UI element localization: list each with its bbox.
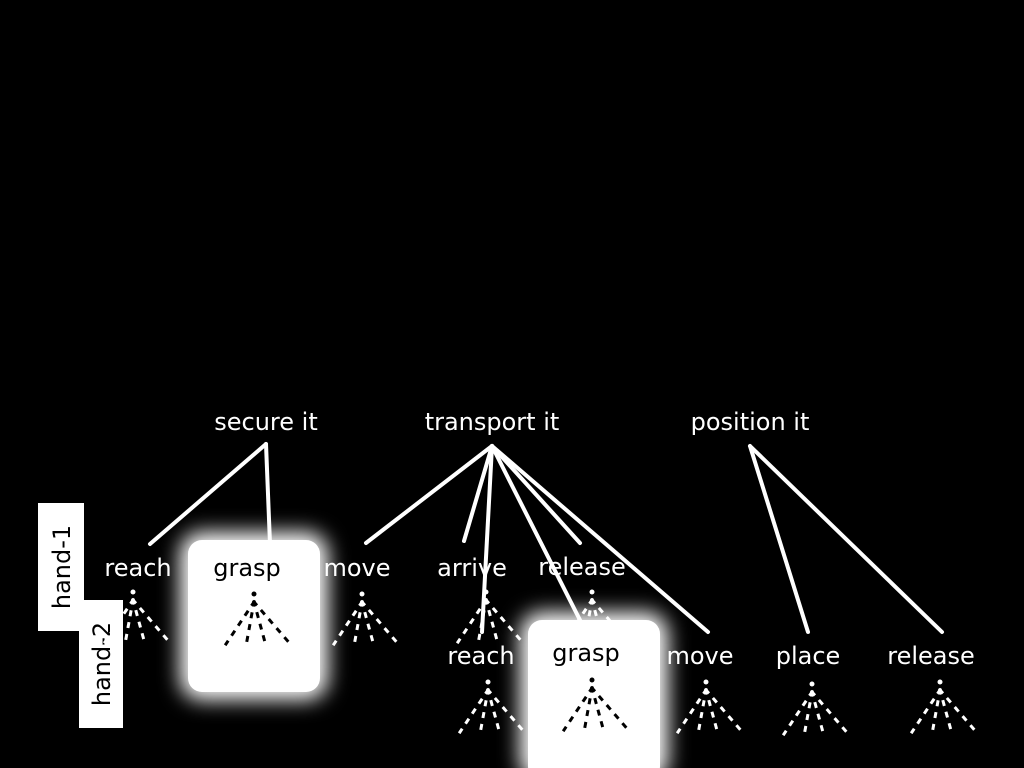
fan-ray: [359, 599, 403, 649]
hand2-move-label: move: [666, 642, 733, 670]
fan-hand1-move: [331, 591, 403, 649]
fan-ray: [938, 688, 954, 736]
tree-edges: [148, 442, 944, 634]
fan-hand1-grasp: [223, 591, 295, 649]
fan-ray: [809, 689, 853, 739]
fan-hand2-move: [675, 679, 747, 737]
highlight-box-hand1-grasp: [180, 532, 328, 700]
fan-ray: [130, 597, 174, 647]
fan-apex-dot: [589, 677, 595, 683]
fan-ray: [781, 689, 815, 737]
fan-ray: [703, 687, 747, 737]
fan-apex-dot: [130, 589, 136, 595]
fan-ray: [930, 688, 942, 736]
fan-ray: [561, 685, 595, 733]
fan-ray: [696, 688, 708, 736]
edge-transport-move: [364, 444, 494, 545]
fan-ray: [251, 599, 295, 649]
fan-ray: [360, 600, 376, 648]
fan-ray: [223, 599, 257, 647]
fan-ray: [802, 690, 814, 738]
hand1-grasp-label: grasp: [213, 554, 281, 582]
fan-ray: [483, 597, 527, 647]
fan-ray: [457, 687, 491, 735]
fan-ray: [675, 687, 709, 735]
hand-1-label: hand-1: [48, 525, 76, 609]
fan-apex-dot: [251, 591, 257, 597]
fan-ray: [561, 597, 595, 645]
hand1-reach-label: reach: [104, 554, 171, 582]
fan-hand1-release: [561, 589, 633, 647]
edge-position-release2: [748, 444, 944, 634]
fan-ray: [909, 687, 943, 735]
edge-transport-move2: [490, 444, 710, 634]
fan-ray: [810, 690, 826, 738]
edge-transport-release1: [490, 444, 582, 545]
fan-ray: [486, 688, 502, 736]
fan-ray: [484, 598, 500, 646]
fan-ray: [102, 597, 136, 645]
fan-apex-dot: [589, 589, 595, 595]
fan-hand1-reach: [102, 589, 174, 647]
edge-secure-reach: [148, 442, 268, 546]
fan-ray: [704, 688, 720, 736]
fan-hand2-reach: [457, 679, 529, 737]
fan-ray: [590, 598, 606, 646]
fan-hand2-release: [909, 679, 981, 737]
edge-secure-grasp: [264, 442, 272, 546]
fan-apex-dot: [809, 681, 815, 687]
hand-1-label-box: hand-1: [38, 503, 84, 631]
fan-ray: [131, 598, 147, 646]
goal-secure-it: secure it: [214, 408, 318, 436]
goal-position-it: position it: [691, 408, 810, 436]
fan-ray: [589, 685, 633, 735]
edge-transport-grasp2: [490, 444, 588, 634]
fan-apex-dot: [483, 589, 489, 595]
fan-hand2-grasp: [561, 677, 633, 735]
edge-position-place: [748, 444, 810, 634]
fan-ray: [123, 598, 135, 646]
fan-ray: [331, 599, 365, 647]
fan-ray: [485, 687, 529, 737]
fan-apex-dot: [937, 679, 943, 685]
hand1-release-label: release: [538, 553, 626, 581]
fan-ray: [455, 597, 489, 645]
hand2-place-label: place: [776, 642, 841, 670]
hand-2-label-box: hand-2: [79, 600, 123, 728]
fan-apex-dot: [359, 591, 365, 597]
fan-apex-dot: [485, 679, 491, 685]
hand2-grasp-label: grasp: [552, 639, 620, 667]
fan-ray: [478, 688, 490, 736]
fan-hand2-place: [781, 681, 853, 739]
hand2-reach-label: reach: [447, 642, 514, 670]
fan-hand1-arrive: [455, 589, 527, 647]
hand1-move-label: move: [323, 554, 390, 582]
dotted-fans: [102, 589, 981, 739]
hand-2-label: hand-2: [88, 622, 116, 706]
fan-ray: [590, 686, 606, 734]
hand2-release-label: release: [887, 642, 975, 670]
edge-transport-arrive: [462, 444, 494, 543]
goal-transport-it: transport it: [425, 408, 560, 436]
fan-ray: [582, 598, 594, 646]
fan-ray: [244, 600, 256, 648]
fan-ray: [476, 598, 488, 646]
hand1-arrive-label: arrive: [437, 554, 507, 582]
fan-ray: [252, 600, 268, 648]
fan-ray: [352, 600, 364, 648]
fan-ray: [582, 686, 594, 734]
fan-ray: [937, 687, 981, 737]
fan-apex-dot: [703, 679, 709, 685]
fan-ray: [589, 597, 633, 647]
